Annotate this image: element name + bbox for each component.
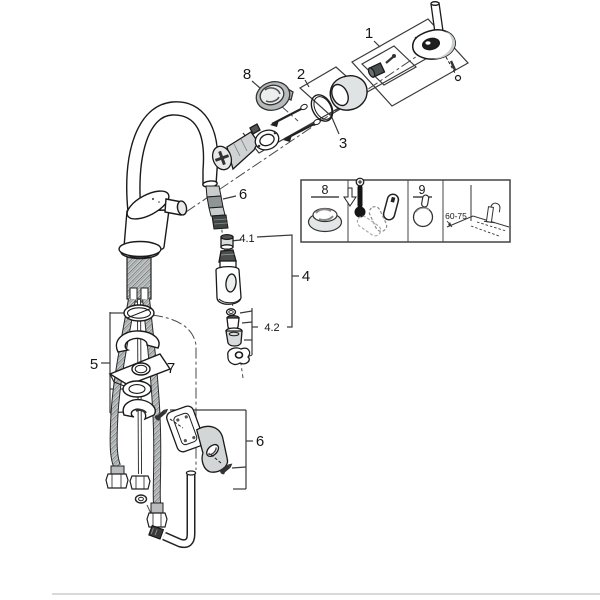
set-screw bbox=[449, 60, 457, 71]
cap-oring bbox=[310, 94, 334, 122]
thermometer-icon bbox=[357, 185, 363, 208]
callout-6-spout: 6 bbox=[239, 186, 247, 203]
cartridge-kit bbox=[211, 103, 321, 171]
inset-plug-icon bbox=[412, 194, 434, 228]
stabilizer-plate bbox=[115, 330, 160, 353]
outlet-pipe bbox=[148, 470, 197, 549]
callout-4-1: 4.1 bbox=[239, 233, 254, 245]
base-flange bbox=[118, 240, 162, 258]
callout-8: 8 bbox=[243, 66, 251, 83]
lever-icon bbox=[382, 193, 400, 221]
handle-assembly bbox=[367, 1, 462, 82]
mounting-hardware bbox=[108, 304, 172, 421]
holder-plate bbox=[166, 405, 205, 453]
hose-nut bbox=[146, 512, 168, 528]
washer bbox=[122, 380, 152, 398]
faucet-body bbox=[118, 101, 219, 260]
install-depth-sketch bbox=[446, 185, 510, 237]
handle-nut bbox=[367, 62, 386, 78]
callout-7: 7 bbox=[167, 360, 175, 377]
lever-handle bbox=[412, 1, 456, 60]
inset-escutcheon-icon bbox=[307, 207, 343, 233]
clamp-horseshoe bbox=[122, 398, 156, 421]
check-valve bbox=[220, 233, 234, 250]
pipe-nut bbox=[129, 475, 151, 490]
mousseur-parts bbox=[225, 308, 251, 366]
callout-1: 1 bbox=[365, 25, 373, 42]
callout-5: 5 bbox=[90, 356, 98, 373]
inset-plug-number: 9 bbox=[419, 183, 426, 197]
inset-escutcheon-number: 8 bbox=[322, 183, 329, 197]
escutcheon bbox=[255, 81, 294, 111]
fixing-screws bbox=[270, 103, 321, 142]
flow-diverter bbox=[227, 347, 251, 366]
cartridge bbox=[211, 123, 261, 171]
inset-legend: 8 9 bbox=[300, 177, 511, 243]
weight-shell bbox=[195, 425, 229, 473]
seal-ring bbox=[134, 494, 148, 504]
callout-labels: 1 2 3 4 4.1 4.2 5 6 6 7 8 bbox=[90, 25, 373, 450]
spray-head bbox=[215, 249, 242, 305]
cap-assembly bbox=[310, 75, 368, 122]
callout-4-2: 4.2 bbox=[264, 322, 279, 334]
spray-head-group bbox=[215, 233, 251, 366]
pullout-hose-end bbox=[205, 185, 229, 230]
weight-screw bbox=[154, 408, 169, 421]
callout-4: 4 bbox=[302, 268, 310, 285]
hose-weight-group bbox=[154, 405, 233, 475]
mini-faucet-icon bbox=[483, 202, 501, 224]
spout-arc bbox=[126, 101, 219, 213]
mounting-flange bbox=[254, 129, 280, 151]
callout-3: 3 bbox=[339, 135, 347, 152]
callout-6-weight: 6 bbox=[256, 433, 264, 450]
callout-2: 2 bbox=[297, 66, 305, 83]
hose-nut bbox=[105, 473, 129, 489]
temperature-limit-icon bbox=[343, 177, 400, 237]
down-arrow-icon bbox=[343, 187, 357, 207]
install-depth-value: 60-75 bbox=[445, 211, 467, 221]
weight-screw bbox=[220, 463, 233, 475]
